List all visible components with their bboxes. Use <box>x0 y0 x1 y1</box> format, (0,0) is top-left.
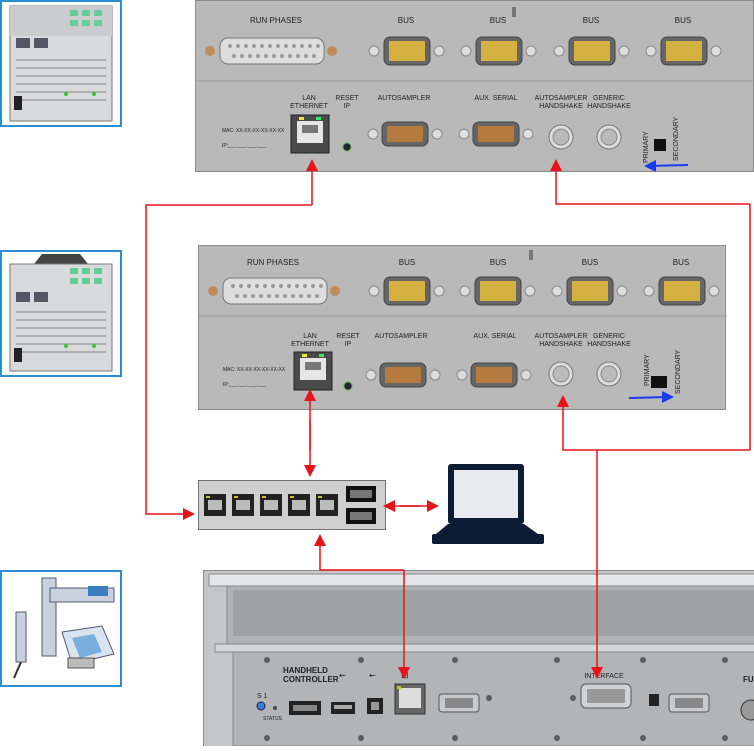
serial-port-1[interactable] <box>438 693 480 713</box>
secondary-label: SECONDARY <box>673 116 680 161</box>
status-led <box>273 706 277 710</box>
reset-ip-button[interactable] <box>343 381 353 391</box>
network-icon: ⊞ <box>401 670 409 680</box>
lan-label-2: ETHERNET <box>290 103 328 110</box>
bus-label-4: BUS <box>673 258 689 267</box>
ethernet-port[interactable] <box>394 683 426 715</box>
usb-port-b[interactable] <box>367 698 383 714</box>
run-phases-label: RUN PHASES <box>250 16 302 25</box>
primary-secondary-switch[interactable] <box>651 376 667 388</box>
run-phases-label: RUN PHASES <box>247 258 299 267</box>
autosampler-connector <box>367 121 443 147</box>
bus-label-4: BUS <box>675 16 691 25</box>
mac-label: MAC: XX-XX-XX-XX-XX-XX <box>223 367 286 373</box>
fuse-holder <box>740 699 754 721</box>
reset-label-2: IP <box>345 341 352 348</box>
bus-label-1: BUS <box>399 258 415 267</box>
bus-label-2: BUS <box>490 258 506 267</box>
gen-handshake-label-1: GENERIC <box>593 95 625 102</box>
lan-label-2: ETHERNET <box>291 341 329 348</box>
aux-serial-connector <box>458 121 534 147</box>
gen-handshake-label-2: HANDSHAKE <box>587 103 631 110</box>
autosampler-label: AUTOSAMPLER <box>378 95 431 102</box>
autosampler-handshake-port[interactable] <box>548 361 574 387</box>
autosampler-rear-panel: HANDHELD CONTROLLER ⇜ ⇜ ⊞ S 1 STATUS <box>202 569 754 751</box>
as-handshake-label-1: AUTOSAMPLER <box>535 333 588 340</box>
instrument-thumbnail-1 <box>0 0 122 127</box>
run-phases-connector <box>219 37 325 65</box>
instrument-thumbnail-2 <box>0 250 122 377</box>
lan-ethernet-port[interactable] <box>293 351 333 391</box>
mac-label: MAC: XX-XX-XX-XX-XX-XX <box>222 128 285 134</box>
as-handshake-label-1: AUTOSAMPLER <box>535 95 588 102</box>
reset-ip-button[interactable] <box>342 142 352 152</box>
primary-label: PRIMARY <box>643 131 650 163</box>
reset-label-1: RESET <box>336 333 360 340</box>
status-label: STATUS <box>263 716 283 722</box>
fuse-label: FU <box>743 675 754 684</box>
lan-label-1: LAN <box>303 333 317 340</box>
switch-indicator-arrow <box>644 160 689 172</box>
interface-label: INTERFACE <box>584 673 624 680</box>
bus-connector-3 <box>551 276 628 306</box>
generic-handshake-port[interactable] <box>596 361 622 387</box>
aux-serial-label: AUX. SERIAL <box>473 333 516 340</box>
ip-label: IP:___.___.___.___ <box>222 143 266 149</box>
bus-label-2: BUS <box>490 16 506 25</box>
handheld-controller-port[interactable] <box>289 701 321 715</box>
bus-connector-1 <box>368 36 445 66</box>
gen-handshake-label-1: GENERIC <box>593 333 625 340</box>
laptop-icon <box>428 462 546 550</box>
ip-label: IP:___.___.___.___ <box>223 382 267 388</box>
arrow-autosampler-to-switch <box>314 534 404 571</box>
as-handshake-label-2: HANDSHAKE <box>539 341 583 348</box>
run-phases-connector <box>222 277 328 305</box>
bus-label-1: BUS <box>398 16 414 25</box>
bus-connector-4 <box>643 276 720 306</box>
bus-label-3: BUS <box>583 16 599 25</box>
rear-panel-top: RUN PHASES BUS BUS BUS BUS <box>195 0 754 172</box>
usb-icon-a: ⇜ <box>339 671 346 680</box>
secondary-label: SECONDARY <box>675 349 682 394</box>
interface-connector[interactable] <box>580 683 632 709</box>
network-switch-icon <box>197 479 387 531</box>
bus-connector-2 <box>459 276 536 306</box>
usb-port-a[interactable] <box>331 702 355 714</box>
autosampler-label: AUTOSAMPLER <box>375 333 428 340</box>
handheld-controller-label-2: CONTROLLER <box>283 675 339 684</box>
handheld-controller-label-1: HANDHELD <box>283 666 328 675</box>
small-port[interactable] <box>649 694 659 706</box>
bus-connector-1 <box>368 276 445 306</box>
rear-panel-bottom: RUN PHASES BUS BUS BUS BUS <box>198 245 727 410</box>
serial-port-2[interactable] <box>668 693 710 713</box>
autosampler-connector <box>365 362 441 388</box>
bus-connector-3 <box>553 36 630 66</box>
as-handshake-label-2: HANDSHAKE <box>539 103 583 110</box>
lan-ethernet-port[interactable] <box>290 114 330 154</box>
primary-secondary-switch[interactable] <box>654 139 666 151</box>
reset-label-2: IP <box>344 103 351 110</box>
autosampler-handshake-port[interactable] <box>548 124 574 150</box>
bus-connector-4 <box>645 36 722 66</box>
s1-button[interactable] <box>256 701 266 711</box>
aux-serial-label: AUX. SERIAL <box>474 95 517 102</box>
usb-icon-b: ⇜ <box>369 671 376 680</box>
s1-label: S 1 <box>257 693 268 700</box>
autosampler-thumbnail <box>0 570 122 687</box>
gen-handshake-label-2: HANDSHAKE <box>587 341 631 348</box>
primary-label: PRIMARY <box>644 354 651 386</box>
switch-indicator-arrow <box>628 391 674 403</box>
generic-handshake-port[interactable] <box>596 124 622 150</box>
aux-serial-connector <box>456 362 532 388</box>
bus-connector-2 <box>460 36 537 66</box>
reset-label-1: RESET <box>335 95 359 102</box>
lan-label-1: LAN <box>302 95 316 102</box>
bus-label-3: BUS <box>582 258 598 267</box>
